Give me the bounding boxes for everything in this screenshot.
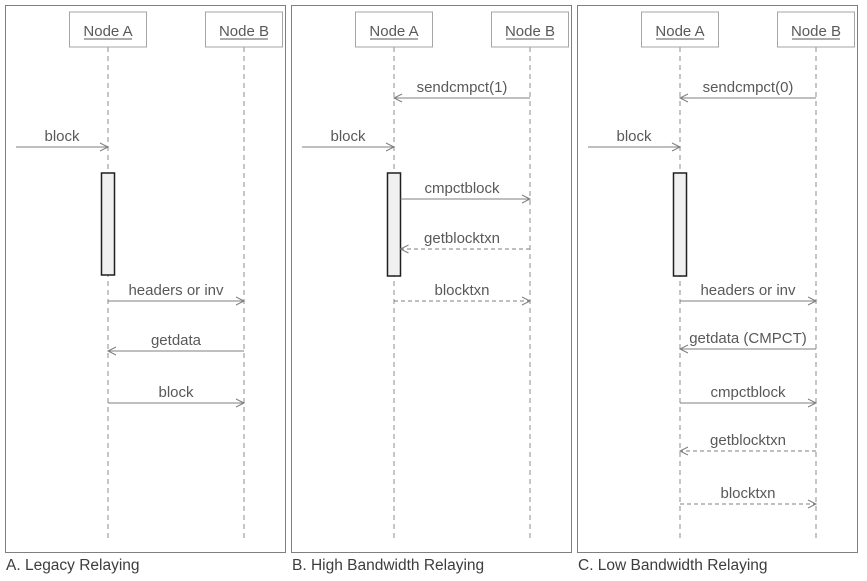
- message-label: blocktxn: [434, 282, 489, 299]
- arrowhead-right-icon: [385, 142, 396, 152]
- message-label: blocktxn: [720, 485, 775, 502]
- arrowhead-right-icon: [99, 142, 110, 152]
- message-label: getblocktxn: [710, 432, 786, 449]
- panel-caption: C. Low Bandwidth Relaying: [578, 557, 768, 574]
- sequence-diagram-high-bandwidth: Node A Node B sendcmpct(1) block cmpctblock g…: [302, 11, 569, 542]
- message-label: headers or inv: [128, 282, 224, 299]
- sequence-diagram-low-bandwidth: Node A Node B sendcmpct(0) block headers or …: [588, 11, 855, 542]
- arrowhead-left-icon: [678, 344, 689, 354]
- actor-box: [641, 11, 719, 48]
- arrowhead-right-icon: [807, 499, 818, 509]
- message-label: getblocktxn: [424, 230, 500, 247]
- arrowhead-left-icon: [678, 93, 689, 103]
- message-label: sendcmpct(0): [703, 79, 794, 96]
- panel-legacy-relaying: Node A Node B block headers or inv getdata bl…: [5, 5, 286, 575]
- panel-row: Node A Node B block headers or inv getdata bl…: [5, 5, 858, 575]
- actor-label: Node B: [219, 23, 269, 40]
- arrowhead-left-icon: [678, 446, 689, 456]
- arrowhead-right-icon: [521, 296, 532, 306]
- message-label: cmpctblock: [710, 384, 786, 401]
- message-label: block: [616, 128, 652, 145]
- message-label: block: [158, 384, 194, 401]
- message-label: sendcmpct(1): [417, 79, 508, 96]
- arrowhead-left-icon: [399, 244, 409, 254]
- message-label: getdata (CMPCT): [689, 330, 807, 347]
- actor-box: [205, 11, 283, 48]
- actor-label: Node B: [791, 23, 841, 40]
- panel-caption: B. High Bandwidth Relaying: [292, 557, 485, 574]
- message-label: block: [330, 128, 366, 145]
- actor-box: [491, 11, 569, 48]
- panel-low-bandwidth-relaying: Node A Node B sendcmpct(0) block headers or …: [577, 5, 858, 575]
- arrowhead-right-icon: [235, 296, 246, 306]
- arrowhead-right-icon: [235, 398, 246, 408]
- sequence-diagram-legacy: Node A Node B block headers or inv getdata bl…: [16, 11, 283, 542]
- actor-box: [777, 11, 855, 48]
- arrowhead-right-icon: [521, 194, 532, 204]
- actor-label: Node A: [369, 23, 418, 40]
- arrowhead-left-icon: [106, 346, 117, 356]
- actor-label: Node A: [655, 23, 704, 40]
- panel-low-bandwidth-frame: Node A Node B sendcmpct(0) block headers or …: [577, 5, 858, 553]
- message-label: getdata: [151, 332, 202, 349]
- actor-label: Node B: [505, 23, 555, 40]
- panel-high-bandwidth-frame: Node A Node B sendcmpct(1) block cmpctblock g…: [291, 5, 572, 553]
- actor-box: [355, 11, 433, 48]
- arrowhead-right-icon: [807, 296, 818, 306]
- arrowhead-left-icon: [392, 93, 403, 103]
- actor-label: Node A: [83, 23, 132, 40]
- panel-caption: A. Legacy Relaying: [6, 557, 140, 574]
- message-label: block: [44, 128, 80, 145]
- activation-bar: [672, 172, 688, 277]
- activation-bar: [100, 172, 116, 276]
- message-label: cmpctblock: [424, 180, 500, 197]
- arrowhead-right-icon: [807, 398, 818, 408]
- activation-bar: [386, 172, 402, 277]
- panel-high-bandwidth-relaying: Node A Node B sendcmpct(1) block cmpctblock g…: [291, 5, 572, 575]
- actor-box: [69, 11, 147, 48]
- message-label: headers or inv: [700, 282, 796, 299]
- panel-legacy-frame: Node A Node B block headers or inv getdata bl…: [5, 5, 286, 553]
- arrowhead-right-icon: [671, 142, 682, 152]
